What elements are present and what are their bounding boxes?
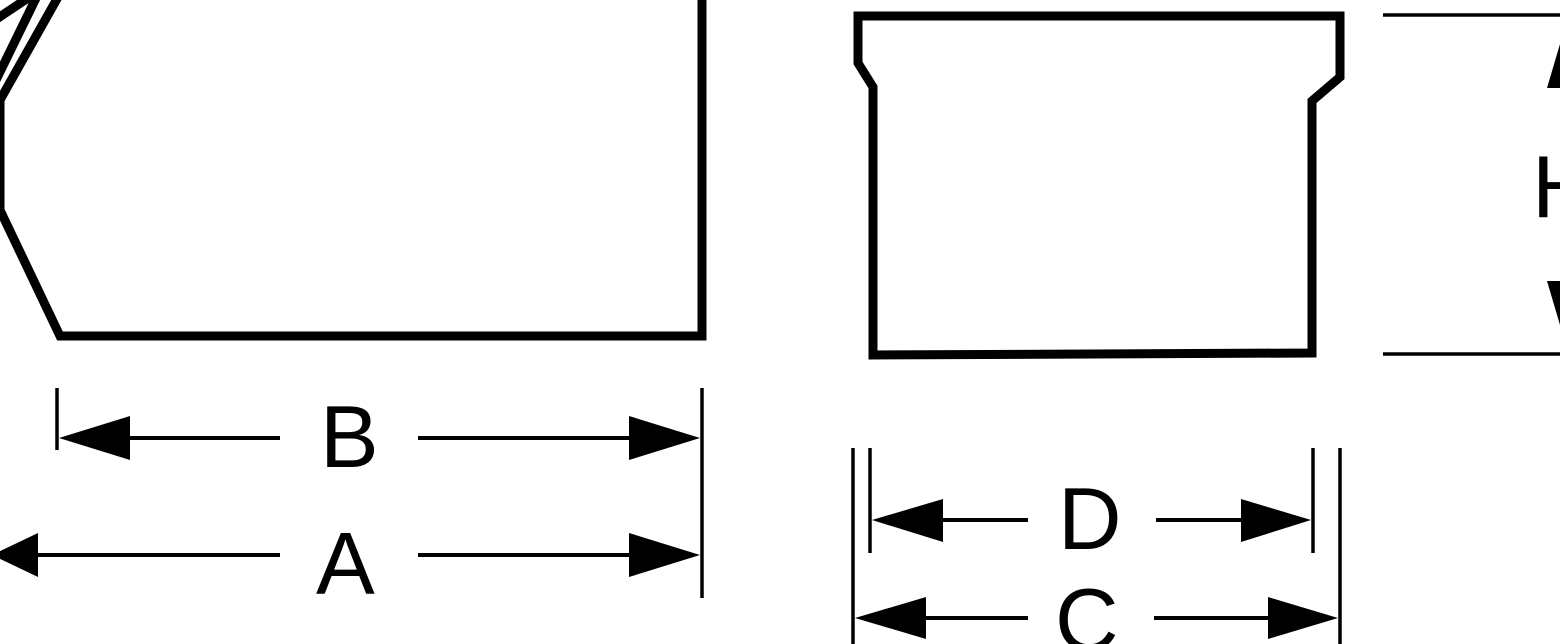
- dimension-h-arrow-bottom: [1547, 281, 1560, 325]
- dimension-b-label: B: [320, 387, 379, 486]
- dimension-d: D: [868, 448, 1315, 568]
- dimension-d-arrow-left: [872, 499, 943, 542]
- dimension-h-arrow-top: [1547, 44, 1560, 88]
- dimension-b: B: [55, 387, 700, 486]
- dimension-b-arrow-right: [629, 416, 700, 460]
- dimension-a: A: [0, 388, 704, 613]
- dimension-a-arrow-right: [629, 533, 700, 577]
- dimension-b-arrow-left: [59, 416, 130, 460]
- dimension-a-label: A: [316, 514, 375, 613]
- dimension-d-label: D: [1058, 469, 1122, 568]
- top-view-outline: [0, 0, 41, 82]
- top-view-outline-main: [0, 0, 707, 341]
- dimension-h-label: H: [1532, 137, 1560, 236]
- dimension-c: C: [851, 448, 1342, 644]
- dimension-d-arrow-right: [1241, 499, 1311, 542]
- dimension-c-arrow-right: [1268, 597, 1338, 639]
- dimension-c-label: C: [1055, 570, 1119, 644]
- dimension-c-arrow-left: [855, 597, 926, 639]
- dimension-h: H: [1383, 13, 1560, 356]
- side-view-outline: [853, 11, 1345, 360]
- dimension-a-arrow-left: [0, 533, 38, 577]
